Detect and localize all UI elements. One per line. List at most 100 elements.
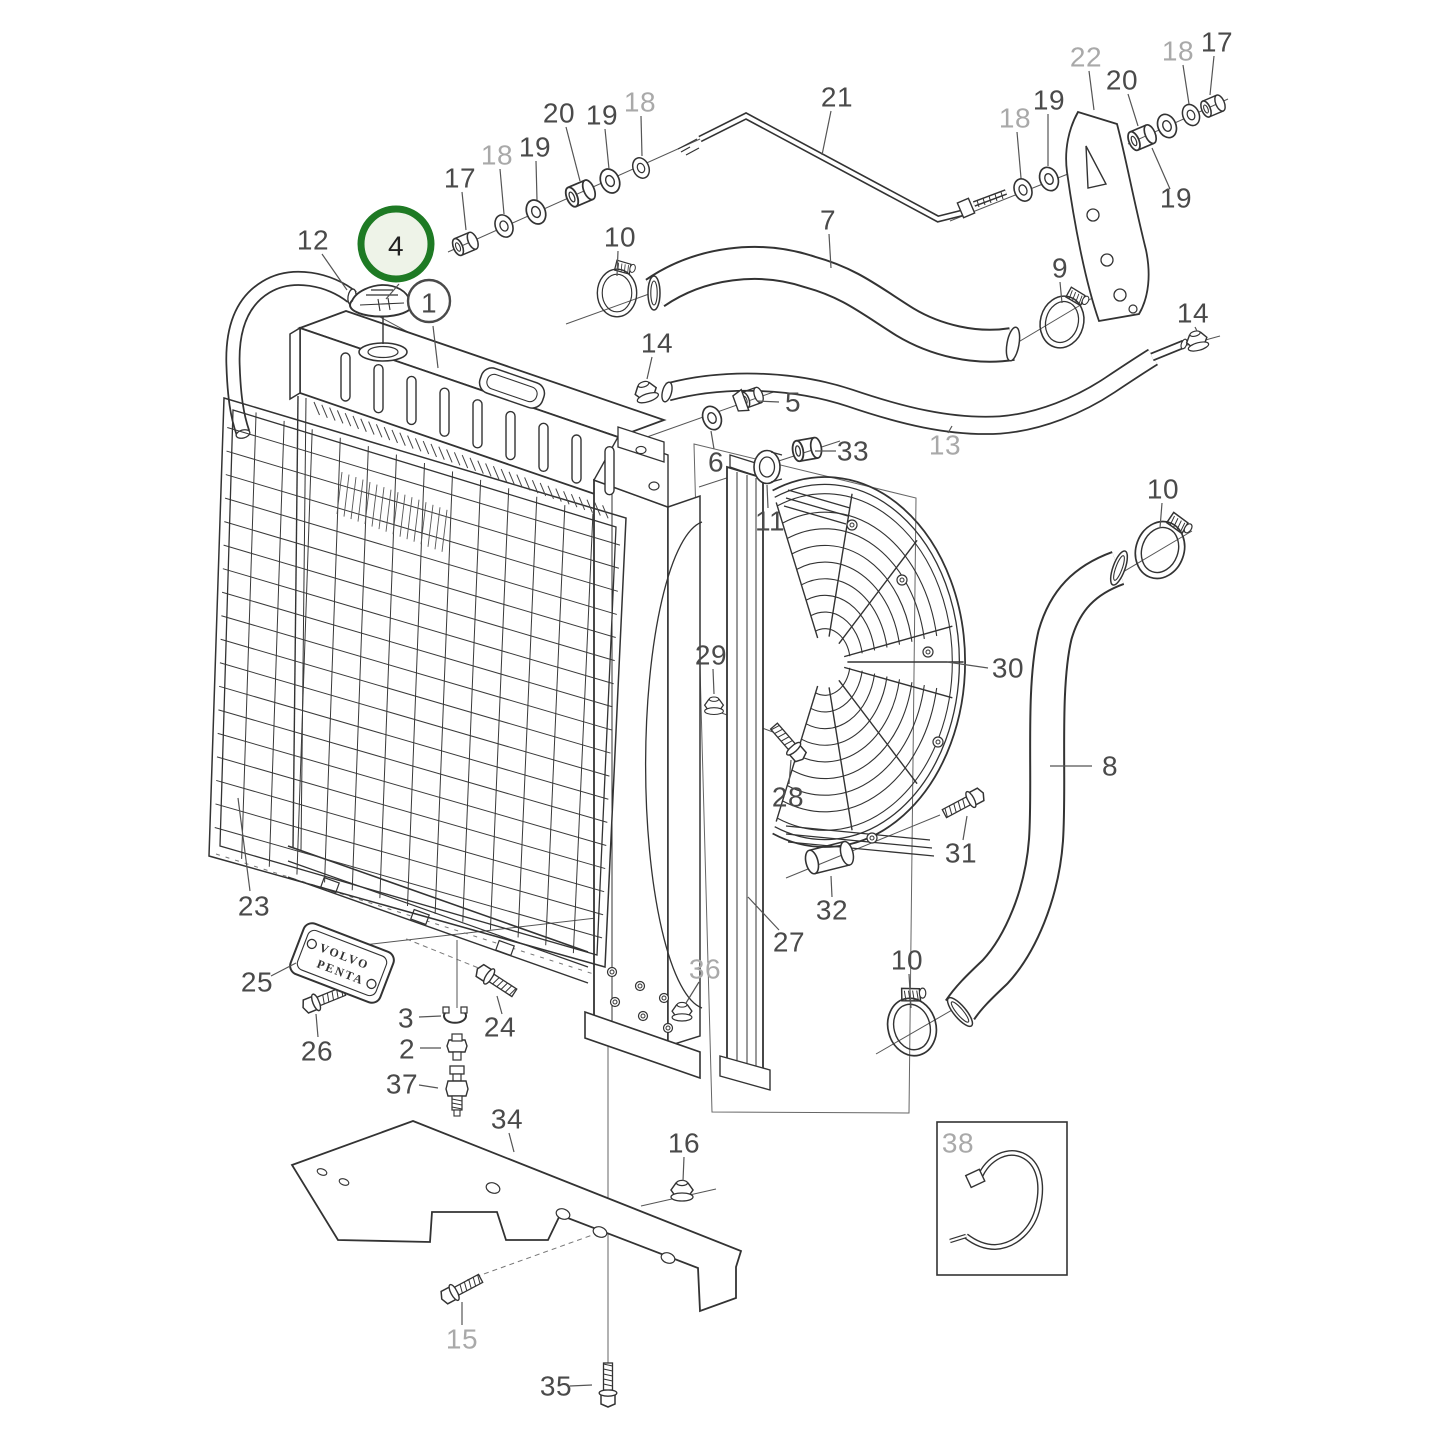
part-number: 1 — [421, 288, 437, 319]
part-number: 16 — [668, 1128, 700, 1159]
callout-23: 23 — [237, 797, 270, 922]
fasteners — [299, 92, 1229, 1408]
callout-12: 12 — [297, 225, 348, 291]
callout-18: 18 — [481, 140, 513, 215]
callout-20: 20 — [1106, 65, 1139, 127]
part-number: 34 — [491, 1104, 523, 1135]
callout-21: 21 — [821, 82, 853, 156]
callout-31: 31 — [945, 815, 977, 869]
part-number: 10 — [604, 222, 636, 253]
callout-29: 29 — [695, 640, 727, 695]
part-number: 8 — [1102, 751, 1118, 782]
part-number: 12 — [297, 225, 329, 256]
highlight-ring — [357, 205, 435, 283]
callout-37: 37 — [386, 1069, 439, 1100]
part-number: 15 — [446, 1324, 478, 1355]
callout-34: 34 — [491, 1104, 523, 1153]
callout-2: 2 — [399, 1034, 441, 1065]
callout-ring — [406, 278, 452, 324]
part-number: 6 — [708, 447, 724, 478]
callout-27: 27 — [747, 896, 805, 958]
part-number: 23 — [238, 891, 270, 922]
callout-22: 22 — [1070, 42, 1102, 111]
part-number: 14 — [1177, 298, 1209, 329]
part-number: 17 — [444, 163, 476, 194]
callout-33: 33 — [815, 436, 869, 467]
part-number: 18 — [999, 103, 1031, 134]
part-number: 10 — [891, 945, 923, 976]
callout-35: 35 — [540, 1371, 593, 1402]
sleeve-part — [753, 449, 783, 485]
callout-19: 19 — [1151, 147, 1192, 214]
callout-25: 25 — [241, 962, 297, 998]
callout-24: 24 — [484, 995, 516, 1043]
callout-17: 17 — [1201, 27, 1233, 96]
callout-6: 6 — [708, 430, 724, 478]
callout-15: 15 — [446, 1302, 478, 1355]
part-number: 9 — [1052, 253, 1068, 284]
part-number: 33 — [837, 436, 869, 467]
callout-26: 26 — [301, 1013, 333, 1067]
nipple-2 — [446, 1033, 468, 1061]
callout-11: 11 — [755, 484, 785, 537]
callout-5: 5 — [756, 387, 801, 418]
part-number: 19 — [1033, 85, 1065, 116]
part-number: 14 — [641, 328, 673, 359]
callout-28: 28 — [772, 759, 804, 813]
part-number: 31 — [945, 838, 977, 869]
part-number: 28 — [772, 782, 804, 813]
protective-grille — [208, 397, 627, 968]
part-number: 13 — [929, 430, 961, 461]
fan-shroud — [644, 454, 771, 1091]
mount-bolts — [606, 966, 674, 1034]
callout-10: 10 — [891, 945, 923, 1009]
part-number: 19 — [1160, 183, 1192, 214]
part-number: 11 — [755, 506, 785, 537]
part-number: 20 — [543, 98, 575, 129]
part-number: 30 — [992, 653, 1024, 684]
callout-10: 10 — [604, 222, 636, 277]
callout-18: 18 — [999, 103, 1031, 179]
part-number: 18 — [624, 87, 656, 118]
callout-1: 1 — [406, 278, 452, 369]
callout-18: 18 — [1162, 36, 1194, 105]
part-number: 18 — [1162, 36, 1194, 67]
part-number: 7 — [820, 205, 836, 236]
radiator-cap — [349, 284, 413, 344]
callout-30: 30 — [946, 653, 1024, 684]
part-number: 36 — [689, 954, 721, 985]
cable-tie-box — [936, 1121, 1068, 1276]
part-number: 17 — [1201, 27, 1233, 58]
part-number: 4 — [388, 231, 404, 262]
callout-14: 14 — [641, 328, 673, 380]
part-number: 20 — [1106, 65, 1138, 96]
tank-vents — [340, 352, 615, 496]
core-fins — [313, 401, 609, 552]
callout-3: 3 — [398, 1003, 442, 1034]
callout-10: 10 — [1147, 474, 1179, 529]
callout-19: 19 — [586, 100, 618, 170]
clip-3 — [442, 1006, 468, 1024]
fan-guard — [772, 476, 966, 857]
part-number: 19 — [586, 100, 618, 131]
part-number: 27 — [773, 927, 805, 958]
callout-13: 13 — [929, 425, 961, 461]
callout-36: 36 — [685, 954, 721, 1004]
part-number: 32 — [816, 895, 848, 926]
part-number: 10 — [1147, 474, 1179, 505]
drain-cock-37 — [445, 1065, 469, 1117]
callout-19: 19 — [519, 132, 551, 201]
part-number: 26 — [301, 1036, 333, 1067]
callout-19: 19 — [1033, 85, 1065, 166]
hoses — [225, 112, 1188, 1028]
callout-38: 38 — [942, 1128, 974, 1159]
callout-9: 9 — [1052, 253, 1068, 304]
part-number: 19 — [519, 132, 551, 163]
part-number: 35 — [540, 1371, 572, 1402]
spacer-32 — [804, 840, 855, 875]
callout-16: 16 — [668, 1128, 700, 1182]
callout-20: 20 — [543, 98, 581, 182]
